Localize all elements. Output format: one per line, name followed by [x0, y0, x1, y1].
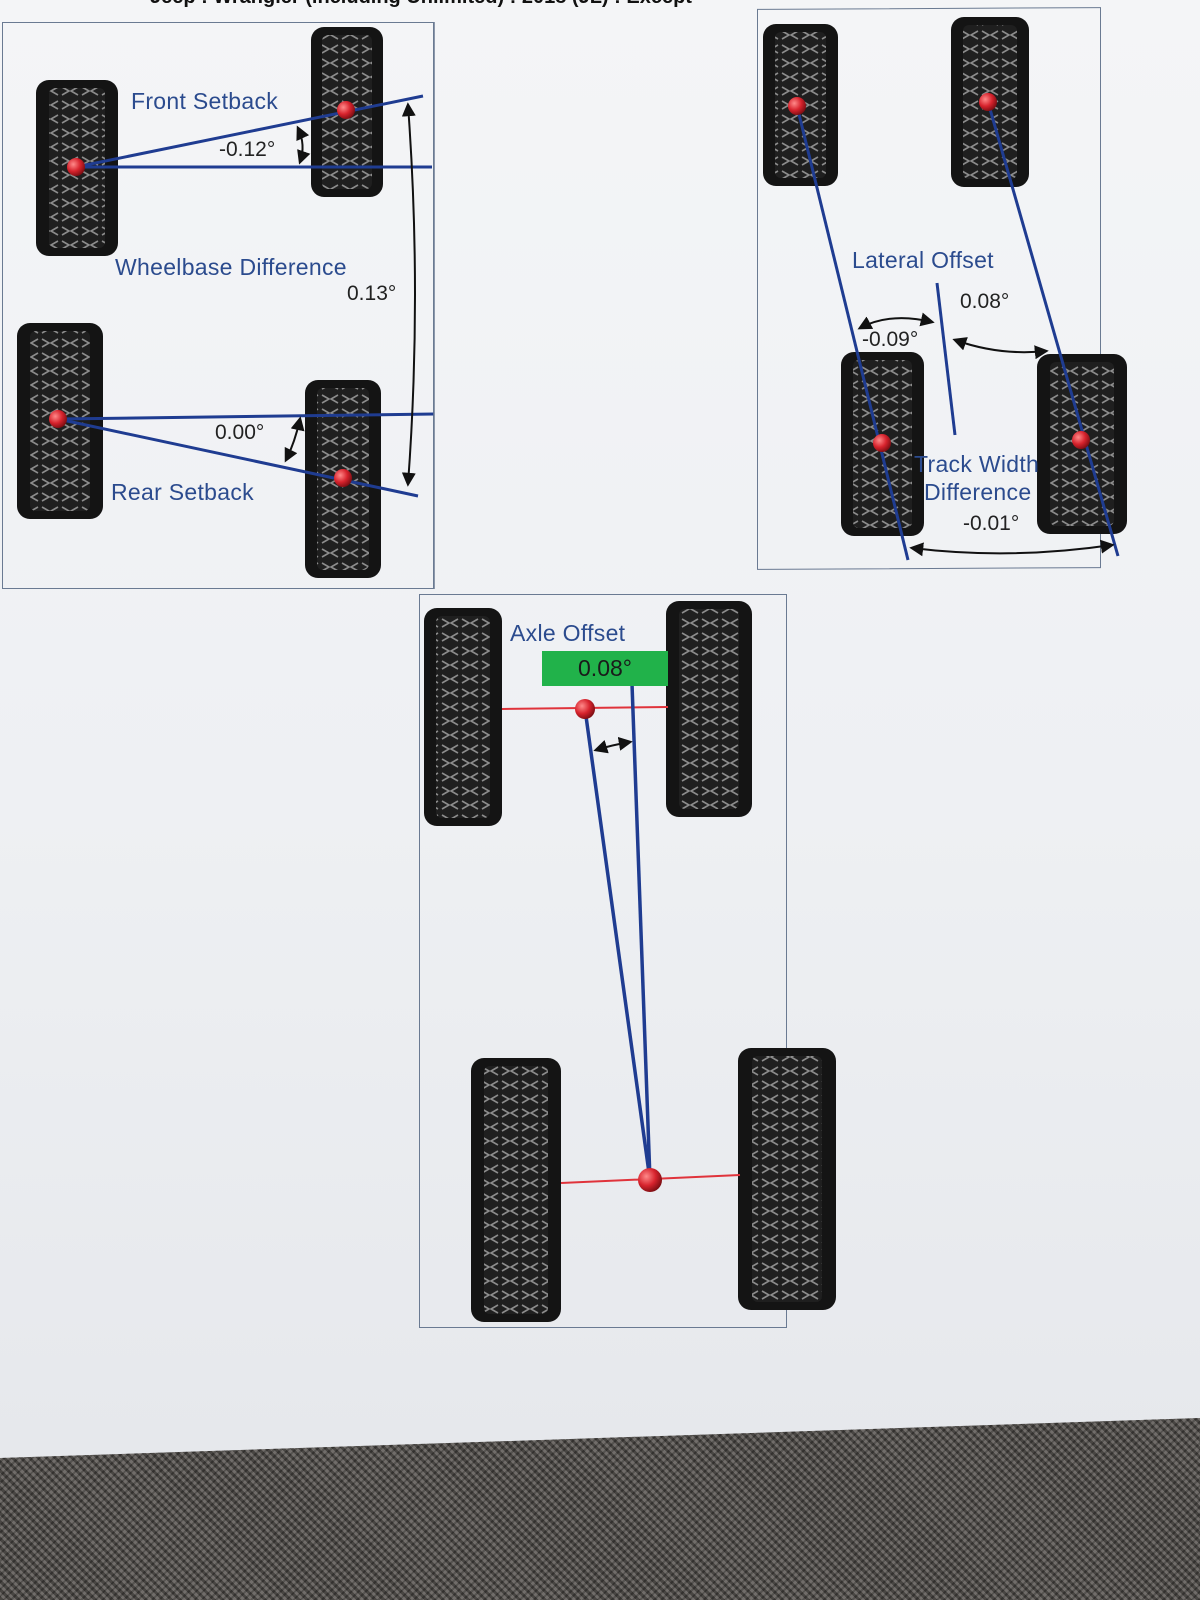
axle-offset-label: Axle Offset [510, 620, 626, 646]
front-setback-value: -0.12° [219, 138, 276, 161]
alignment-diagrams [17, 17, 1127, 1322]
printed-report-page [0, 0, 1200, 1460]
track-width-value: -0.01° [963, 512, 1020, 535]
lateral-right-value: 0.08° [960, 290, 1010, 313]
axle-offset-value-badge: 0.08° [542, 651, 668, 686]
rear-axle-center-marker [638, 1168, 662, 1192]
report-header-cut-off: Jeep : Wrangler (including Unlimited) : … [150, 0, 1050, 8]
front-axle-center-marker [575, 699, 595, 719]
lateral-offset-label: Lateral Offset [852, 247, 994, 273]
rear-left-wheel-center-marker [49, 410, 67, 428]
lateral-left-value: -0.09° [862, 328, 919, 351]
lateral-rear-right-marker [1072, 431, 1090, 449]
track-width-arrow [909, 539, 1115, 557]
front-setback-angle-arrow [296, 125, 311, 165]
axle-tire-front-left [424, 608, 502, 826]
wheelbase-difference-value: 0.13° [347, 282, 397, 305]
track-width-label-line2: Difference [924, 479, 1032, 505]
rear-setback-angle-arrow [284, 416, 305, 463]
rear-setback-value: 0.00° [215, 421, 265, 444]
front-setback-label: Front Setback [131, 88, 279, 114]
axle-offset-diagram-panel [419, 594, 787, 1328]
axle-offset-lines [583, 683, 652, 1181]
axle-tire-rear-left [471, 1058, 561, 1322]
front-left-wheel-center-marker [67, 158, 85, 176]
lateral-rear-left-marker [873, 434, 891, 452]
front-right-wheel-center-marker [337, 101, 355, 119]
wheelbase-difference-arrow [401, 102, 416, 487]
lateral-front-left-marker [788, 97, 806, 115]
axle-offset-angle-arrow [593, 736, 633, 754]
wheelbase-difference-label: Wheelbase Difference [115, 254, 347, 280]
setback-lines [57, 94, 435, 498]
lateral-right-angle-arrow [952, 337, 1049, 360]
rear-setback-label: Rear Setback [111, 479, 254, 505]
lateral-front-right-marker [979, 93, 997, 111]
track-width-label-line1: Track Width [914, 451, 1040, 477]
rear-right-wheel-center-marker [334, 469, 352, 487]
lateral-left-angle-arrow [857, 312, 935, 330]
lateral-offset-lines [795, 101, 1120, 561]
axle-tire-front-right [666, 601, 752, 817]
axle-tire-rear-right [738, 1048, 836, 1310]
